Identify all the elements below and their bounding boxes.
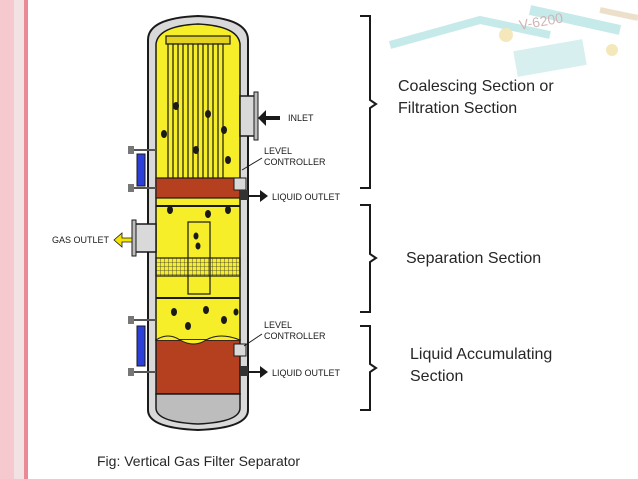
lower-level-controller-label-2: CONTROLLER [264, 331, 326, 341]
lower-level-controller-label-1: LEVEL [264, 320, 292, 330]
coalescing-section-label-line1: Coalescing Section or [398, 78, 554, 95]
accumulating-section-label: Liquid Accumulating Section [410, 344, 552, 388]
decorative-stripe-red [24, 0, 28, 479]
upper-liquid-outlet-label: LIQUID OUTLET [272, 192, 341, 202]
lower-liquid [155, 339, 241, 395]
filter-elements [165, 35, 231, 195]
coalescing-brace [360, 15, 378, 189]
decorative-stripe-light [14, 0, 24, 479]
inlet-arrow-icon [258, 110, 280, 126]
upper-level-controller-label-2: CONTROLLER [264, 157, 326, 167]
accumulating-section-label-line2: Section [410, 368, 464, 385]
accumulating-section-label-line1: Liquid Accumulating [410, 346, 553, 363]
inlet-label: INLET [288, 113, 314, 123]
figure-caption: Fig: Vertical Gas Filter Separator [97, 453, 301, 469]
accumulating-brace [360, 325, 378, 411]
lower-sight-glass [128, 316, 156, 376]
separation-brace [360, 204, 378, 313]
upper-liquid-outlet-arrow-icon [248, 190, 268, 202]
background-tag: V-6200 [518, 9, 565, 32]
gas-outlet-nozzle [133, 223, 157, 253]
background-piping-graphic: V-6200 [388, 5, 638, 77]
separation-section-label: Separation Section [406, 250, 542, 267]
lower-liquid-outlet-arrow-icon [248, 366, 268, 378]
mist-eliminator [155, 257, 241, 277]
upper-level-controller-label-1: LEVEL [264, 146, 292, 156]
gas-outlet-label: GAS OUTLET [52, 235, 110, 245]
section-braces [360, 15, 378, 411]
separator-vessel: INLET LEVEL CONTROLLER LIQUID OUTLET GAS… [52, 14, 341, 432]
droplets [161, 102, 239, 330]
gas-outlet-arrow-icon [113, 232, 133, 248]
decorative-stripe-pink [0, 0, 14, 479]
coalescing-section-label-line2: Filtration Section [398, 100, 518, 117]
upper-liquid [155, 177, 241, 199]
lower-liquid-outlet-label: LIQUID OUTLET [272, 368, 341, 378]
coalescing-section-label: Coalescing Section or Filtration Section [398, 76, 554, 120]
separator-diagram: INLET LEVEL CONTROLLER LIQUID OUTLET GAS… [48, 10, 356, 438]
upper-sight-glass [128, 146, 156, 192]
